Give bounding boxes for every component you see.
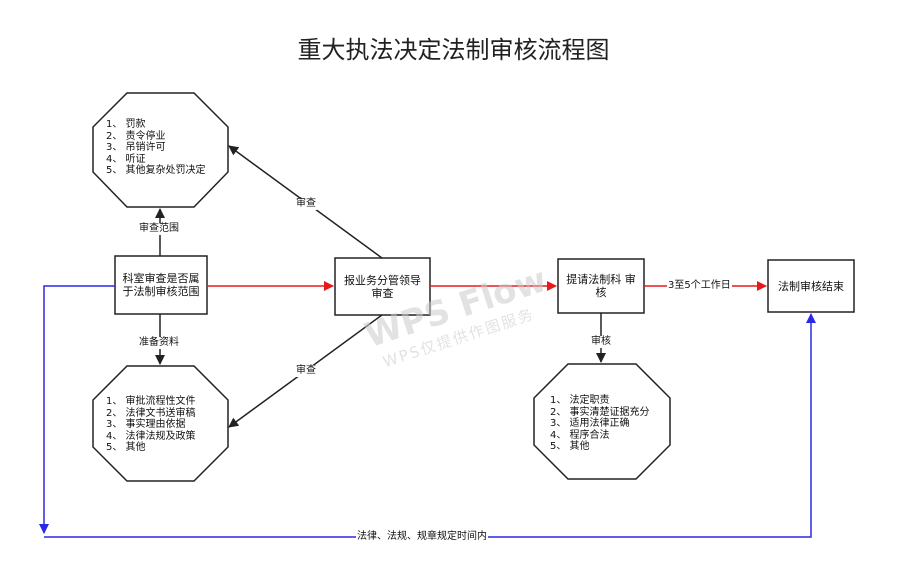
report-leader-box [334,257,431,316]
materials-item: 1、 审批流程性文件 [106,396,196,407]
page-title: 重大执法决定法制审核流程图 [297,36,610,64]
edge-time-limit-bottom [44,313,816,538]
edge-label-review-down: 审查 [295,365,317,377]
materials-item: 3、 事实理由依据 [106,419,186,430]
scope-item: 4、 听证 [106,153,146,165]
materials-item: 5、 其他 [106,442,146,453]
materials-item: 4、 法律法规及政策 [106,430,196,442]
edge-label-review-legal: 审核 [590,336,612,348]
materials-item: 2、 法律文书送审稿 [106,407,196,419]
review-item: 3、 适用法律正确 [550,418,630,429]
report-leader-label: 报业务分管领导审查 [344,273,421,300]
review-item: 4、 程序合法 [550,429,610,441]
scope-item: 2、 责令停业 [106,130,166,142]
materials-octagon [92,365,229,482]
dept-review-box [114,255,208,315]
edge-label-scope: 审查范围 [138,223,180,235]
scope-octagon [92,92,229,208]
submit-legal-label: 提请法制科 审核 [566,273,636,299]
scope-item: 3、 吊销许可 [106,142,166,153]
dept-review-label: 科室审查是否属于法制审核范围 [122,272,200,298]
review-item: 5、 其他 [550,441,590,452]
edge-time-limit [39,285,115,534]
edge-label-days: 3至5个工作日 [667,280,732,292]
review-list: 1、 法定职责 2、 事实清楚证据充分 3、 适用法律正确 4、 程序合法 5、… [550,395,650,453]
end-label: 法制审核结束 [778,279,844,293]
end-box [767,259,855,313]
edge-label-prepare: 准备资料 [138,337,180,349]
edge-label-review-up: 审查 [295,198,317,210]
edge-label-time-limit: 法律、法规、规章规定时间内 [356,531,488,543]
review-octagon [533,363,671,480]
materials-list: 1、 审批流程性文件 2、 法律文书送审稿 3、 事实理由依据 4、 法律法规及… [106,396,196,454]
scope-item: 1、 罚款 [106,119,146,130]
scope-item: 5、 其他复杂处罚决定 [106,165,206,176]
scope-list: 1、 罚款 2、 责令停业 3、 吊销许可 4、 听证 5、 其他复杂处罚决定 [106,119,206,177]
review-item: 1、 法定职责 [550,395,610,406]
review-item: 2、 事实清楚证据充分 [550,406,650,418]
